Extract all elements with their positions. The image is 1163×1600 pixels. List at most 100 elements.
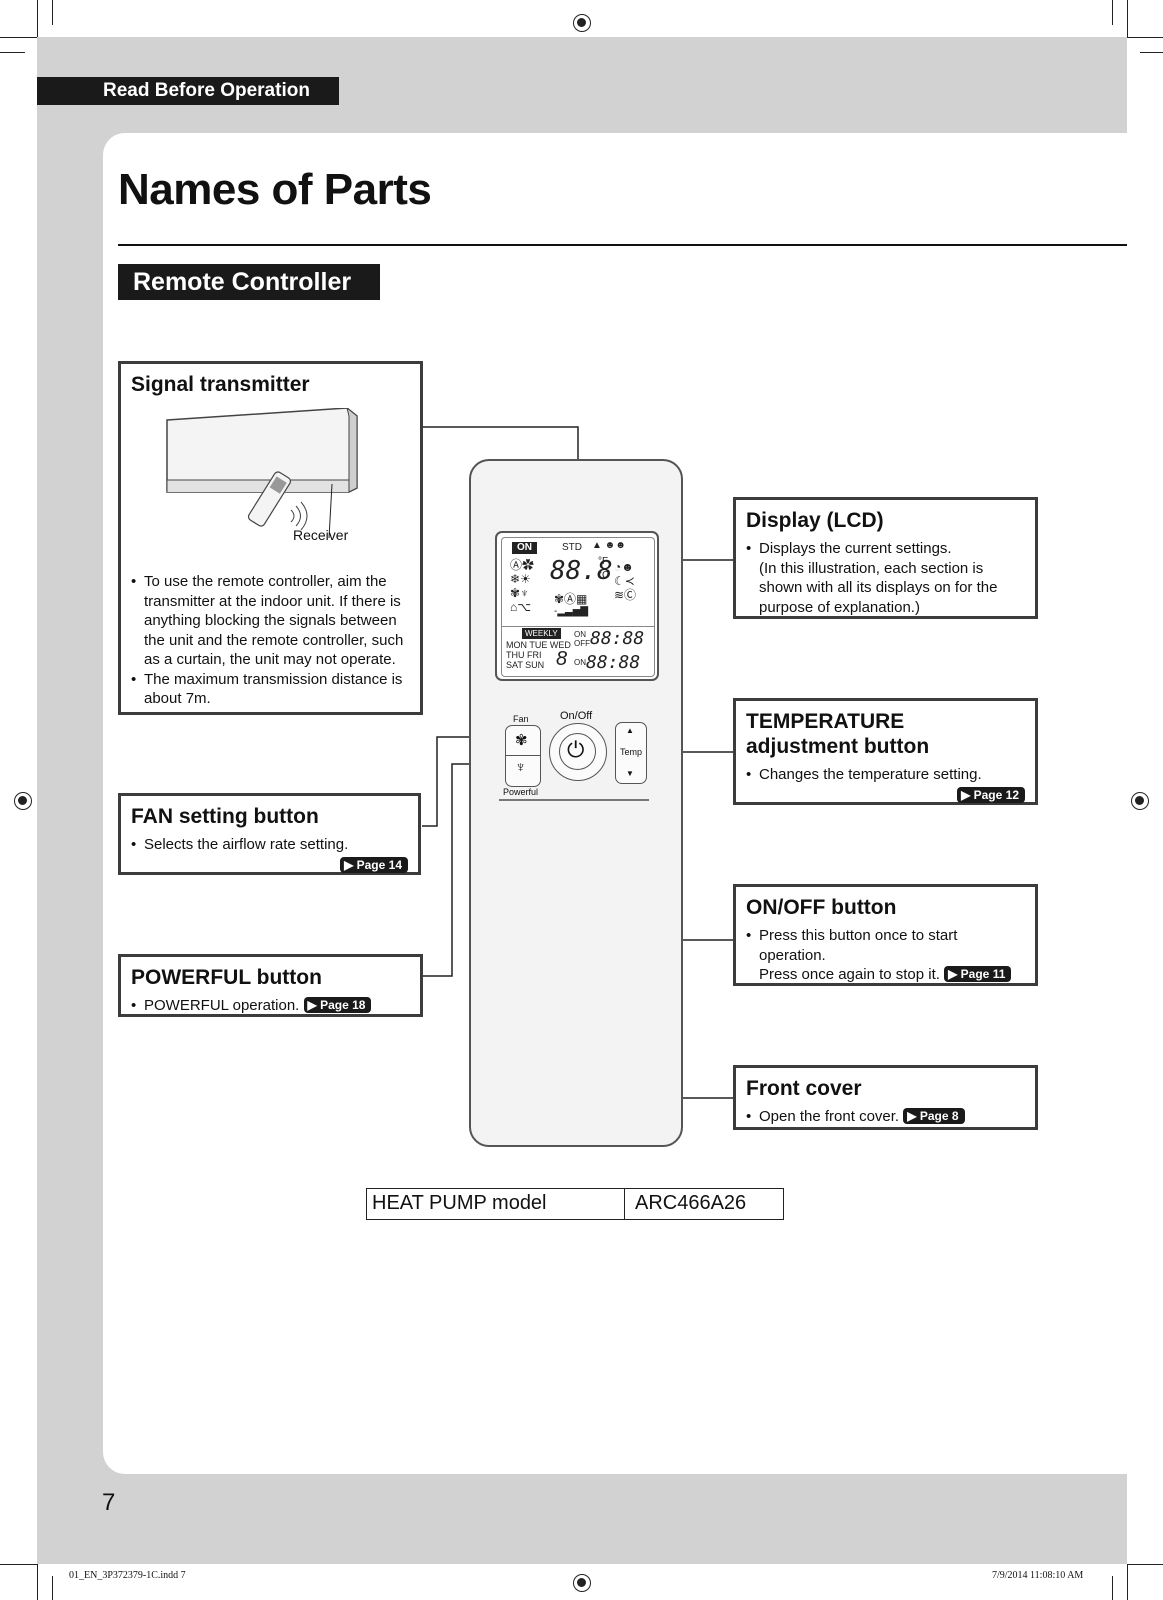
crop-mark <box>1140 52 1163 53</box>
lcd-std: STD <box>562 542 582 553</box>
page-ref-text: Page 18 <box>320 998 366 1012</box>
section-tab: Read Before Operation <box>37 77 339 105</box>
lcd-weekly: WEEKLY <box>522 628 561 639</box>
lcd-fan-level-icon: -▂▃▅▇ <box>554 606 589 617</box>
page-ref-badge[interactable]: ▶ Page 18 <box>303 997 372 1013</box>
registration-mark-icon <box>1131 792 1149 810</box>
bullet-text: To use the remote controller, aim the tr… <box>131 572 407 670</box>
lcd-status-icons: ◔☻☾≺≋Ⓒ <box>614 560 637 602</box>
page-ref-text: Page 8 <box>919 1109 959 1123</box>
footer-file: 01_EN_3P372379-1C.indd 7 <box>69 1570 186 1581</box>
lcd-fan-icons: ✾Ⓐ▦ <box>554 592 588 606</box>
crop-mark <box>37 0 38 37</box>
temp-button-label: Temp <box>620 747 643 757</box>
crop-mark <box>1127 1564 1128 1600</box>
power-icon: ⏻ <box>567 737 585 762</box>
page-number: 7 <box>102 1489 116 1516</box>
temperature-title: TEMPERATURE adjustment button <box>746 710 930 758</box>
lcd-unit-c: °C <box>598 570 610 581</box>
signal-transmitter-title: Signal transmitter <box>131 373 310 396</box>
crop-mark <box>37 1564 38 1600</box>
display-title: Display (LCD) <box>746 509 884 532</box>
remote-controller: ON STD ▲ ☻☻ 88.8 °F °C Ⓐ✿❄☀✾♆⌂⌥ ◔☻☾≺≋Ⓒ ✾… <box>469 459 683 1147</box>
model-value: ARC466A26 <box>635 1192 747 1214</box>
receiver-label: Receiver <box>293 527 349 543</box>
lcd-days-2: THU FRI <box>506 650 542 660</box>
lcd-time-1: 88:88 <box>590 628 645 649</box>
lcd-day-digit: 8 <box>556 648 568 670</box>
page-ref-text: Page 11 <box>960 967 1006 981</box>
lcd-time-2: 88:88 <box>586 652 641 673</box>
indoor-unit-illustration-icon <box>166 408 358 539</box>
bullet-text: Open the front cover. <box>759 1108 900 1125</box>
page-ref-text: Page 12 <box>973 787 1019 802</box>
crop-mark <box>1112 1576 1113 1600</box>
crop-mark <box>1112 0 1113 25</box>
signal-transmitter-box: Signal transmitter Receiver To use the r… <box>118 361 423 715</box>
model-label: HEAT PUMP model <box>367 1189 625 1219</box>
powerful-title: POWERFUL button <box>131 966 322 989</box>
bullet-text: Selects the airflow rate setting. <box>131 835 408 855</box>
powerful-box: POWERFUL button POWERFUL operation. ▶ Pa… <box>118 954 423 1017</box>
page-ref-text: Page 14 <box>356 857 402 872</box>
bullet-text: POWERFUL operation. <box>144 997 300 1014</box>
registration-mark-icon <box>14 792 32 810</box>
crop-mark <box>0 1564 37 1565</box>
temperature-box: TEMPERATURE adjustment button Changes th… <box>733 698 1038 805</box>
subheading: Remote Controller <box>118 264 380 300</box>
page-ref-badge[interactable]: ▶ Page 11 <box>944 966 1012 982</box>
lcd-mode-icons: Ⓐ✿❄☀✾♆⌂⌥ <box>510 558 535 614</box>
crop-mark <box>0 52 25 53</box>
lcd-on-indicator: ON <box>512 542 537 554</box>
crop-mark <box>1127 0 1128 37</box>
lcd-triangle-icon: ▲ ☻☻ <box>592 540 626 551</box>
signal-transmitter-bullets: To use the remote controller, aim the tr… <box>131 572 407 709</box>
onoff-title: ON/OFF button <box>746 896 897 919</box>
lcd-on-small: ON <box>574 630 586 639</box>
crop-mark <box>1127 1564 1163 1565</box>
page-ref-badge[interactable]: ▶ Page 14 <box>340 856 408 873</box>
crop-mark <box>52 1576 53 1600</box>
fan-button[interactable]: ✾ <box>515 732 528 749</box>
powerful-button-label: Powerful <box>503 787 539 797</box>
lcd-off-small: OFF <box>574 639 590 648</box>
lcd-temperature: 88.8 <box>550 556 613 586</box>
lcd-days-1: MON TUE WED <box>506 640 571 650</box>
bullet-text: The maximum transmission distance is abo… <box>131 670 407 709</box>
page-ref-badge[interactable]: ▶ Page 12 <box>957 786 1025 803</box>
page-ref-badge[interactable]: ▶ Page 8 <box>903 1108 965 1124</box>
model-table: HEAT PUMP model ARC466A26 <box>366 1188 784 1220</box>
footer-timestamp: 7/9/2014 11:08:10 AM <box>992 1570 1084 1581</box>
crop-mark <box>52 0 53 25</box>
powerful-button[interactable]: ♆ <box>515 759 527 776</box>
fan-setting-box: FAN setting button Selects the airflow r… <box>118 793 421 875</box>
lcd-days-3: SAT SUN <box>506 660 545 670</box>
display-note: (In this illustration, each section is s… <box>759 559 998 616</box>
registration-mark-icon <box>573 14 591 32</box>
bullet-text: Press this button once to start operatio… <box>746 926 1025 965</box>
crop-mark <box>0 37 37 38</box>
fan-powerful-button-group: ✾ ♆ <box>505 725 541 787</box>
onoff-button[interactable]: ⏻ <box>549 723 607 781</box>
temp-down-icon[interactable]: ▼ <box>626 769 634 778</box>
page-title: Names of Parts <box>118 165 432 214</box>
fan-title: FAN setting button <box>131 805 319 828</box>
bullet-text: Press once again to stop it. <box>759 966 940 983</box>
display-lcd-box: Display (LCD) Displays the current setti… <box>733 497 1038 619</box>
onoff-button-label: On/Off <box>560 710 593 722</box>
bullet-text: Changes the temperature setting. <box>746 765 1025 785</box>
onoff-box: ON/OFF button Press this button once to … <box>733 884 1038 986</box>
front-cover-title: Front cover <box>746 1077 862 1100</box>
temp-up-icon[interactable]: ▲ <box>626 726 634 735</box>
bullet-text: Displays the current settings. <box>746 539 1025 559</box>
lcd-display: ON STD ▲ ☻☻ 88.8 °F °C Ⓐ✿❄☀✾♆⌂⌥ ◔☻☾≺≋Ⓒ ✾… <box>495 531 659 681</box>
temp-button[interactable]: ▲ Temp ▼ <box>615 722 647 784</box>
front-cover-box: Front cover Open the front cover. ▶ Page… <box>733 1065 1038 1130</box>
fan-button-label: Fan <box>513 714 529 724</box>
crop-mark <box>1127 37 1163 38</box>
lcd-unit-f: °F <box>598 556 609 567</box>
lcd-screen: ON STD ▲ ☻☻ 88.8 °F °C Ⓐ✿❄☀✾♆⌂⌥ ◔☻☾≺≋Ⓒ ✾… <box>501 537 655 677</box>
registration-mark-icon <box>573 1574 591 1592</box>
lcd-on-small-2: ON <box>574 658 586 667</box>
title-rule <box>118 244 1127 246</box>
